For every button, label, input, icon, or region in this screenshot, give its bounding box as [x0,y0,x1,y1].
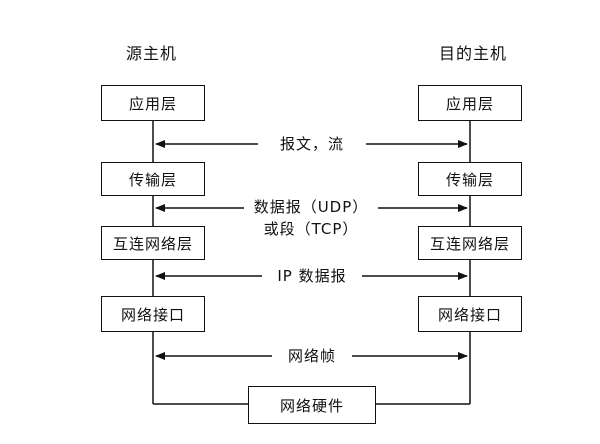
dest-application-layer: 应用层 [418,85,522,121]
label-transport-message: 数据报（UDP） 或段（TCP） [244,196,378,240]
label-transport-tcp: 或段（TCP） [263,220,359,238]
label-internet-message: IP 数据报 [262,266,362,286]
label-transport-udp: 数据报（UDP） [253,198,369,216]
source-internet-layer: 互连网络层 [101,226,205,260]
source-application-layer: 应用层 [101,85,205,121]
label-application-message: 报文，流 [258,134,366,154]
source-host-title: 源主机 [126,44,178,63]
source-transport-layer: 传输层 [101,162,205,196]
source-network-interface: 网络接口 [101,296,205,332]
dest-network-interface: 网络接口 [418,296,522,332]
label-network-message: 网络帧 [272,346,352,366]
dest-internet-layer: 互连网络层 [418,226,522,260]
dest-transport-layer: 传输层 [418,162,522,196]
dest-host-title: 目的主机 [439,44,508,63]
network-hardware: 网络硬件 [248,386,376,424]
